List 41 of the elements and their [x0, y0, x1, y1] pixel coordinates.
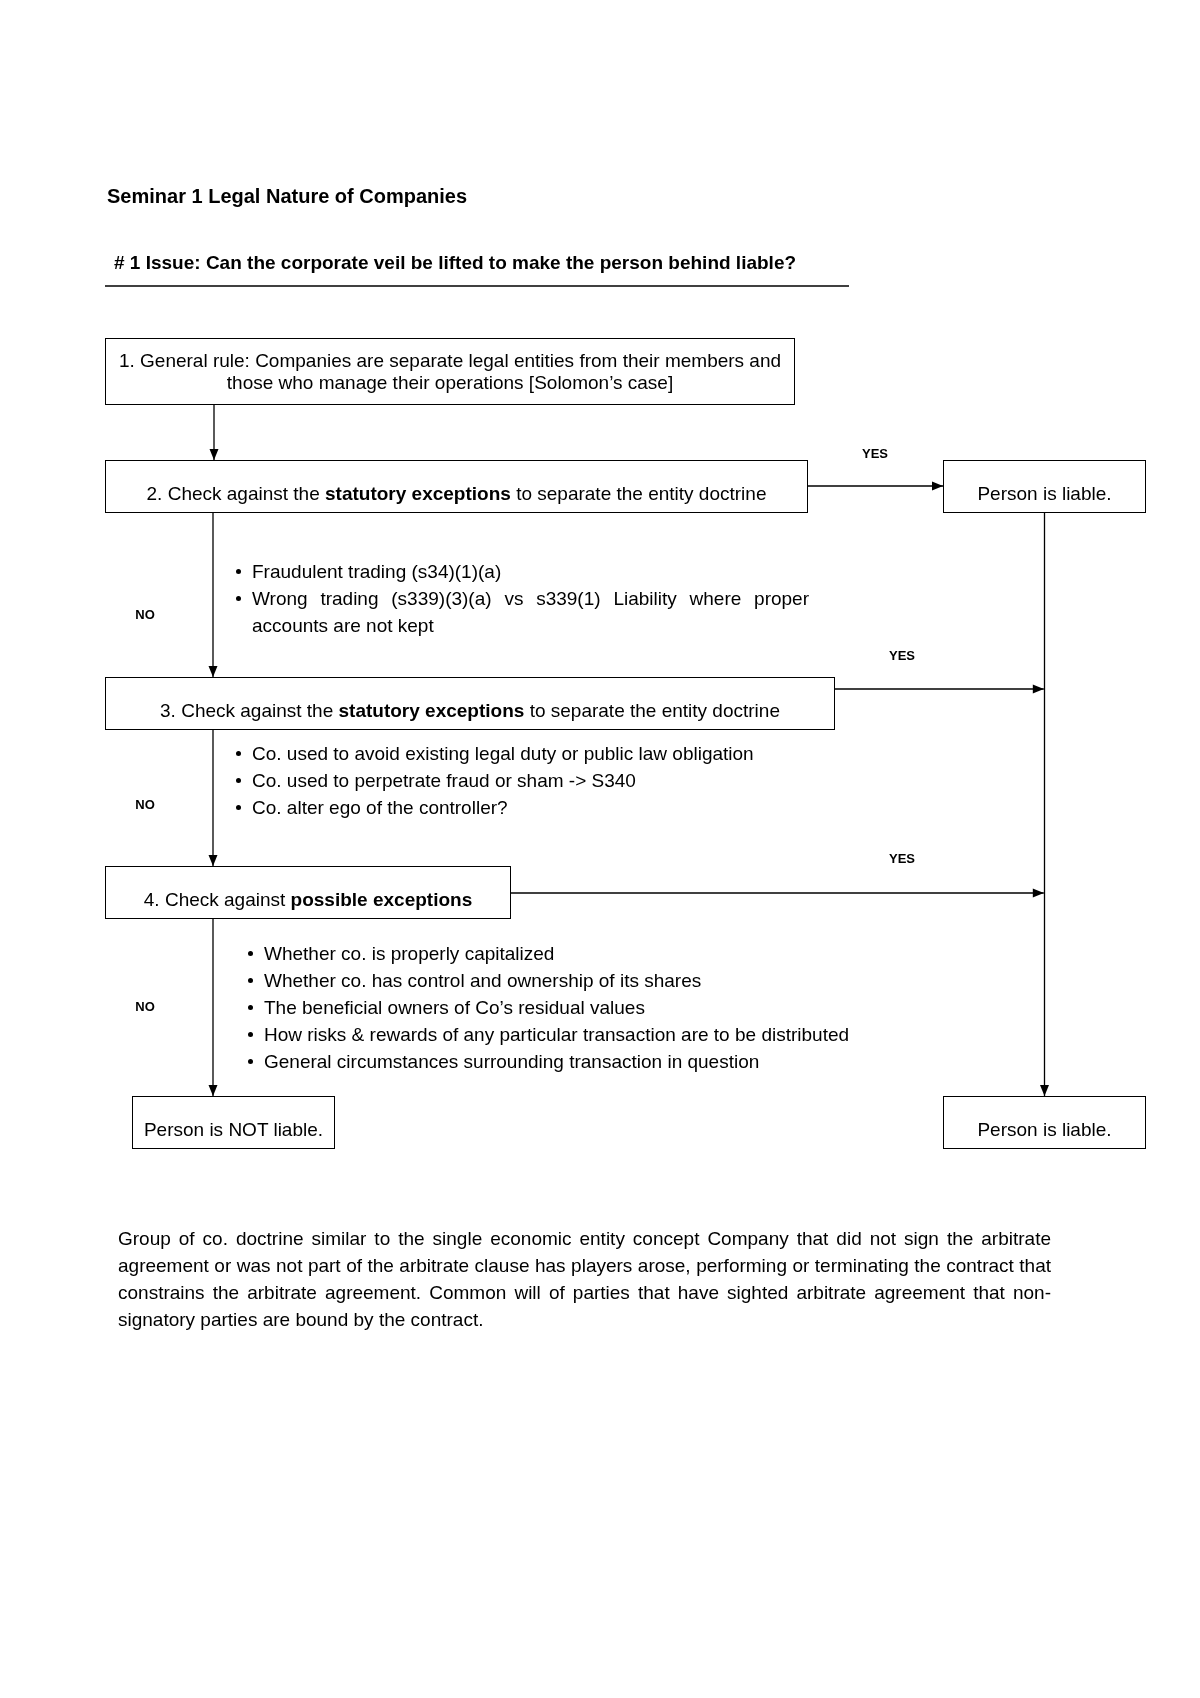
box-text: 3. Check against the statutory exceptions to separate the entity doctrine	[160, 699, 780, 722]
arrow	[834, 684, 1045, 694]
process-box	[105, 677, 835, 730]
arrow	[1040, 512, 1049, 1097]
exception-item: The beneficial owners of Co’s residual values	[246, 994, 886, 1021]
outcome-box	[943, 1096, 1146, 1149]
edge-label: NO	[135, 998, 155, 1014]
exception-item: Whether co. is properly capitalized	[246, 940, 886, 967]
edge-label: YES	[889, 647, 915, 663]
arrow	[208, 918, 218, 1097]
box-text: Person is NOT liable.	[143, 1118, 324, 1141]
box-text: 4. Check against possible exceptions	[143, 888, 473, 911]
arrow	[208, 512, 218, 678]
title: Seminar 1 Legal Nature of Companies	[107, 184, 468, 208]
box-text: 1. General rule: Companies are separate legal entities from their members and those who manage their operations [Solomon’s case]	[117, 349, 783, 394]
outcome-box	[132, 1096, 335, 1149]
exception-item: Co. alter ego of the controller?	[234, 794, 794, 821]
exception-item: General circumstances surrounding transaction in question	[246, 1048, 886, 1075]
arrow	[510, 888, 1045, 898]
edge-label: NO	[135, 796, 155, 812]
exception-item: How risks & rewards of any particular transaction are to be distributed	[246, 1021, 886, 1048]
arrow	[209, 404, 219, 461]
box-text: 2. Check against the statutory exceptions to separate the entity doctrine	[146, 482, 767, 505]
arrow	[208, 729, 218, 867]
box-text: Person is liable.	[977, 482, 1112, 505]
arrow	[807, 481, 944, 491]
exception-item: Co. used to perpetrate fraud or sham -> S340	[234, 767, 794, 794]
exception-item: Wrong trading (s339)(3)(a) vs s339(1) Liability where proper accounts are not kept	[234, 585, 809, 639]
exception-item: Whether co. has control and ownership of its shares	[246, 967, 886, 994]
issue-heading: # 1 Issue: Can the corporate veil be lifted to make the person behind liable?	[114, 252, 797, 274]
process-box	[105, 338, 795, 405]
exception-item: Co. used to avoid existing legal duty or public law obligation	[234, 740, 794, 767]
edge-label: YES	[862, 445, 888, 461]
note-paragraph: Group of co. doctrine similar to the single economic entity concept Company that did not sign the arbitrate agreement or was not part of the arbitrate clause has players arose, performing or terminating the contract that constrains the arbitrate agreement. Common will of parties that have sighted arbitrate agreement that non-signatory parties are bound by the contract.	[118, 1227, 1051, 1332]
exception-item: Fraudulent trading (s34)(1)(a)	[234, 558, 809, 585]
box-text: Person is liable.	[977, 1118, 1112, 1141]
process-box	[105, 460, 808, 513]
outcome-box	[943, 460, 1146, 513]
process-box	[105, 866, 511, 919]
edge-label: NO	[135, 606, 155, 622]
edge-label: YES	[889, 850, 915, 866]
